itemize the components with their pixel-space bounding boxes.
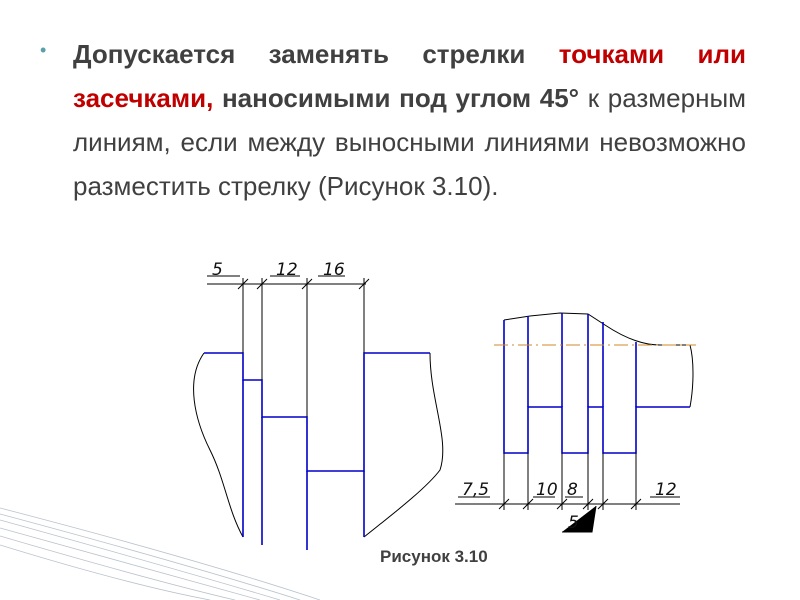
right-dim-12: 12 <box>655 480 677 500</box>
left-dimensions <box>207 275 370 417</box>
left-part-outline <box>193 352 444 550</box>
paragraph-part3: к размерным линиям, если между выносными… <box>73 83 747 201</box>
paragraph-highlight: точками или засечками, <box>73 39 746 113</box>
figure-caption: Рисунок 3.10 <box>380 547 488 566</box>
bullet-dot: • <box>40 40 47 60</box>
main-paragraph: Допускается заменять стрелки точками или… <box>73 32 746 208</box>
right-dim-5: 5 <box>568 513 579 533</box>
paragraph-part1: Допускается заменять стрелки <box>73 39 559 69</box>
left-dim-5: 5 <box>212 260 223 280</box>
right-part-outline <box>494 312 696 454</box>
right-dim-10: 10 <box>536 480 558 500</box>
paragraph-part2: наносимыми под углом <box>213 83 540 113</box>
left-dim-16: 16 <box>323 260 345 280</box>
right-dim-7-5: 7,5 <box>462 480 489 500</box>
decorative-swoosh <box>0 507 321 600</box>
right-dimensions <box>455 453 680 533</box>
right-dim-8: 8 <box>567 480 578 500</box>
paragraph-angle: 45° <box>539 83 580 113</box>
left-dim-12: 12 <box>276 260 298 280</box>
